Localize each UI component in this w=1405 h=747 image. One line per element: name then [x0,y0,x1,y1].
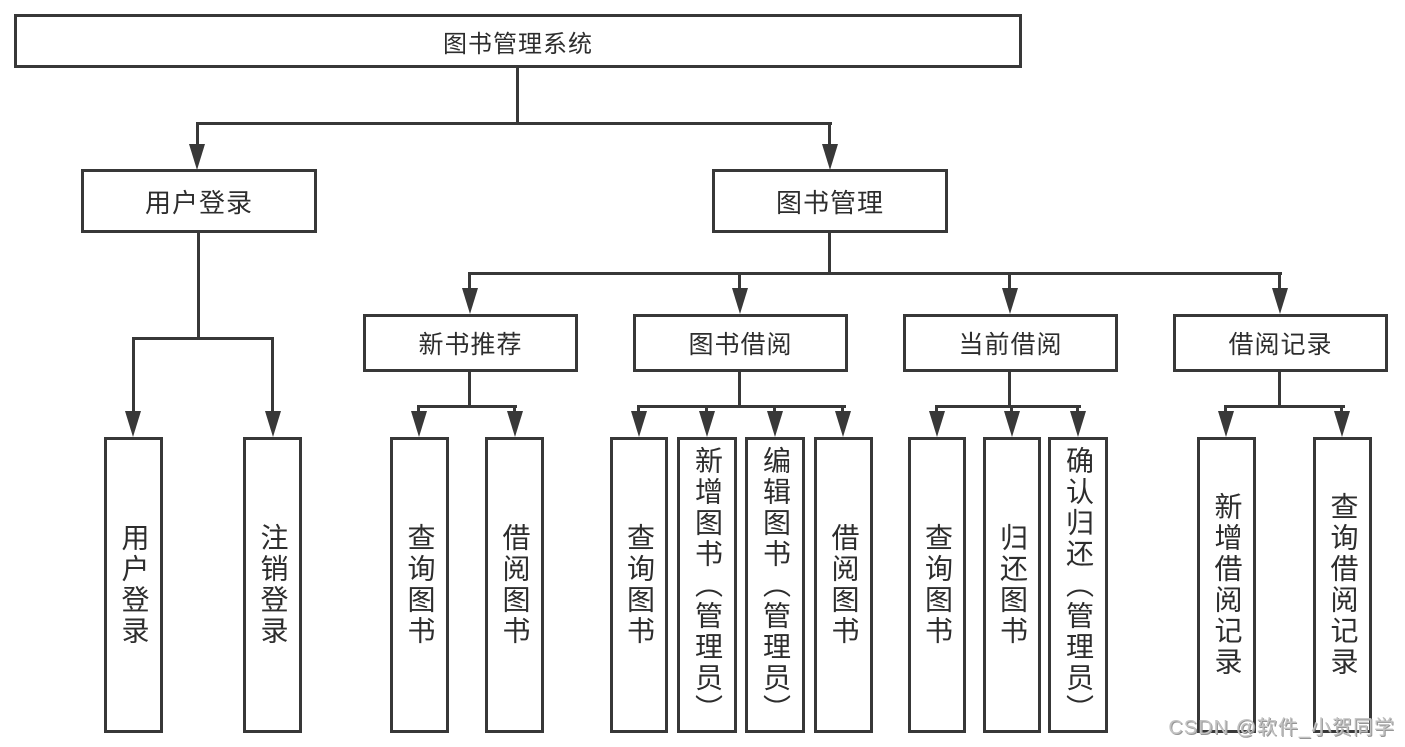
connector-line [738,372,741,405]
arrow-down-icon [411,411,427,437]
arrow-down-icon [1070,411,1086,437]
node-system-root: 图书管理系统 [14,14,1022,68]
connector-line [935,405,938,415]
arrow-down-icon [1272,288,1288,314]
arrow-down-icon [462,288,478,314]
leaf-add-book-admin: 新增图书（管理员） [677,437,737,733]
leaf-confirm-return-admin: 确认归还（管理员） [1048,437,1108,733]
arrow-down-icon [1218,411,1234,437]
connector-line [935,405,1081,408]
watermark: CSDN @软件_小贺同学 [1168,717,1395,739]
connector-line [1278,372,1281,405]
node-new-book-recommendation: 新书推荐 [363,314,578,372]
connector-line [196,122,832,125]
arrow-down-icon [189,144,205,170]
connector-line [197,233,200,337]
arrow-down-icon [835,411,851,437]
leaf-edit-book-admin: 编辑图书（管理员） [745,437,805,733]
connector-line [705,405,708,415]
leaf-borrow-books-recommend: 借阅图书 [485,437,544,733]
connector-line [1008,272,1011,290]
leaf-add-borrow-record: 新增借阅记录 [1197,437,1256,733]
connector-line [1076,405,1079,415]
leaf-user-login: 用户登录 [104,437,163,733]
connector-line [271,337,274,413]
arrow-down-icon [732,288,748,314]
connector-line [1010,405,1013,415]
connector-line [1340,405,1343,415]
connector-line [513,405,516,415]
arrow-down-icon [1334,411,1350,437]
node-book-management: 图书管理 [712,169,948,233]
connector-line [773,405,776,415]
arrow-down-icon [507,411,523,437]
arrow-down-icon [822,144,838,170]
arrow-down-icon [265,411,281,437]
connector-line [132,337,135,413]
arrow-down-icon [631,411,647,437]
arrow-down-icon [1004,411,1020,437]
connector-line [417,405,420,415]
leaf-logout: 注销登录 [243,437,302,733]
connector-line [828,233,831,272]
connector-line [132,337,274,340]
connector-line [738,272,741,290]
arrow-down-icon [125,411,141,437]
node-borrowing-records: 借阅记录 [1173,314,1388,372]
connector-line [516,68,519,122]
connector-line [468,372,471,405]
leaf-query-books-current: 查询图书 [908,437,966,733]
node-current-borrowing: 当前借阅 [903,314,1118,372]
connector-line [1008,372,1011,405]
connector-line [637,405,846,408]
arrow-down-icon [699,411,715,437]
connector-line [1278,272,1281,290]
connector-line [841,405,844,415]
leaf-query-borrow-record: 查询借阅记录 [1313,437,1372,733]
node-book-borrowing: 图书借阅 [633,314,848,372]
connector-line [468,272,471,290]
leaf-query-books-borrow: 查询图书 [610,437,668,733]
connector-line [469,272,1282,275]
node-user-login: 用户登录 [81,169,317,233]
arrow-down-icon [767,411,783,437]
connector-line [1224,405,1227,415]
connector-line [828,122,831,148]
arrow-down-icon [1002,288,1018,314]
leaf-query-books-recommend: 查询图书 [390,437,449,733]
leaf-borrow-books: 借阅图书 [814,437,873,733]
connector-line [418,405,517,408]
connector-line [196,122,199,148]
connector-line [637,405,640,415]
arrow-down-icon [929,411,945,437]
leaf-return-books: 归还图书 [983,437,1041,733]
connector-line [1224,405,1345,408]
